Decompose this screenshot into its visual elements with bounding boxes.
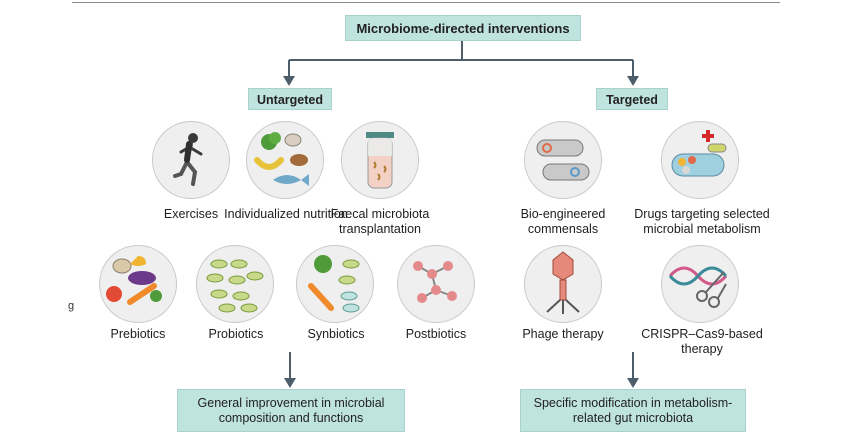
- item-label-prebiotics: Prebiotics: [110, 327, 166, 341]
- engineered-bacteria-icon: [524, 121, 602, 199]
- item-label-exercises: Exercises: [163, 207, 219, 221]
- drug-bacteria-icon: [661, 121, 739, 199]
- dna-scissors-icon: [661, 245, 739, 323]
- item-label-probiotics: Probiotics: [208, 327, 264, 341]
- item-label-drugs-targeting-metabolism: Drugs targeting selected microbial metab…: [634, 207, 770, 236]
- category-untargeted: Untargeted: [248, 88, 332, 110]
- item-label-synbiotics: Synbiotics: [307, 327, 365, 341]
- vegetables-icon: [99, 245, 177, 323]
- item-label-bio-engineered-commensals: Bio-engineered commensals: [520, 207, 606, 236]
- food-icon: [246, 121, 324, 199]
- item-label-faecal-microbiota-transplantation: Faecal microbiota transplantation: [330, 207, 430, 236]
- top-rule: [72, 2, 780, 3]
- runner-icon: [152, 121, 230, 199]
- outcome-targeted: Specific modification in metabolism-rela…: [520, 389, 746, 432]
- category-targeted: Targeted: [596, 88, 668, 110]
- bacteria-icon: [196, 245, 274, 323]
- sample-tube-icon: [341, 121, 419, 199]
- split-connector: [288, 41, 634, 80]
- bacteria-vegetables-icon: [296, 245, 374, 323]
- item-label-postbiotics: Postbiotics: [405, 327, 467, 341]
- diagram-title: Microbiome-directed interventions: [345, 15, 581, 41]
- molecule-icon: [397, 245, 475, 323]
- item-label-crispr-therapy: CRISPR–Cas9-based therapy: [641, 327, 763, 356]
- split-arrowheads: [283, 76, 639, 86]
- outcome-untargeted: General improvement in microbial composi…: [177, 389, 405, 432]
- edge-mark: g: [68, 300, 75, 312]
- phage-icon: [524, 245, 602, 323]
- item-label-individualized-nutrition: Individualized nutrition: [224, 207, 348, 221]
- item-label-phage-therapy: Phage therapy: [522, 327, 604, 341]
